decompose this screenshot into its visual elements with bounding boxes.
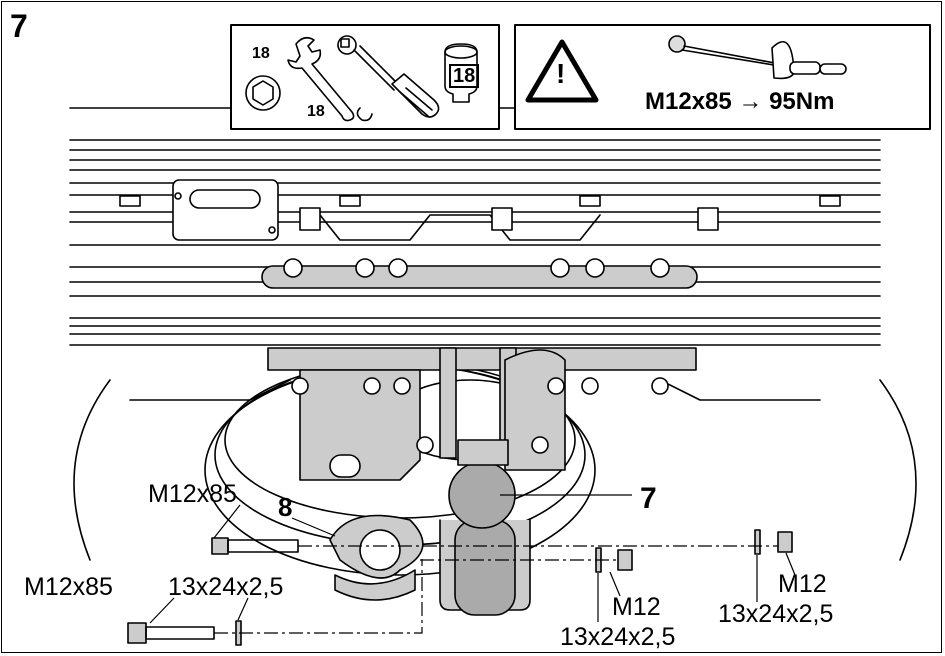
wrench-size-label: 18: [307, 103, 325, 120]
warning-box: [514, 24, 931, 130]
mounting-brackets: [267, 347, 697, 481]
label-washer-middle: 13x24x2,5: [560, 623, 676, 651]
step-number: 7: [10, 8, 28, 44]
hex-key-icon: [245, 75, 281, 111]
leader-lines: [149, 494, 796, 624]
ratchet-icon: [337, 35, 440, 118]
label-bolt-upper: M12x85: [148, 480, 237, 508]
fastener-right-nut: [754, 529, 793, 555]
callout-part-7: 7: [640, 482, 657, 515]
label-nut-middle: M12: [612, 593, 661, 621]
callout-part-8: 8: [278, 492, 293, 522]
label-nut-right: M12: [778, 570, 827, 598]
hex-key-size-label: 18: [252, 45, 270, 62]
alignment-lines: [214, 545, 778, 634]
bumper-beam: [69, 139, 881, 246]
torque-spec: M12x85 → 95Nm: [645, 88, 835, 115]
cross-member: [69, 258, 881, 346]
socket-size-label: 18: [449, 64, 480, 88]
fastener-lower-bolt: [127, 620, 242, 646]
warning-symbol: !: [556, 58, 566, 89]
label-bolt-lower: M12x85: [24, 573, 113, 601]
torque-wrench-icon: [668, 35, 847, 80]
tow-ball-part-7: [439, 439, 531, 616]
socket-plate-part-8: [329, 514, 424, 601]
warning-triangle-icon: [525, 39, 599, 103]
label-washer-right: 13x24x2,5: [718, 600, 834, 628]
wrench-icon: [287, 36, 373, 122]
label-washer-left: 13x24x2,5: [168, 573, 284, 601]
tools-box: [230, 24, 500, 130]
